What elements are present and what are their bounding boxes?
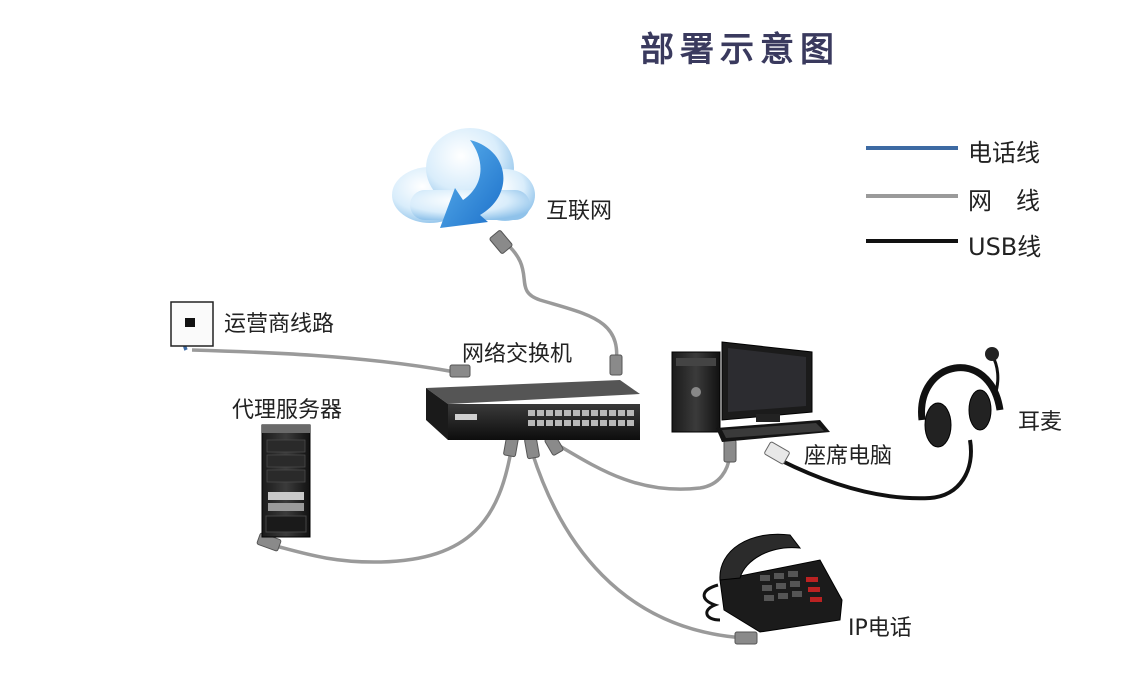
cable-switch-desktop [557, 443, 732, 491]
label-proxy-server: 代理服务器 [232, 398, 343, 423]
legend-label-phone-line: 电话线 [968, 139, 1040, 167]
legend [866, 146, 958, 243]
cable-internet-switch [500, 238, 619, 371]
legend-label-usb-line: USB线 [968, 233, 1042, 261]
ip-phone-icon [702, 533, 843, 633]
cable-usb-headset [779, 439, 973, 501]
label-carrier-line: 运营商线路 [224, 312, 335, 337]
network-switch-icon [426, 380, 640, 440]
cable-carrier-switch [191, 348, 456, 374]
usb-plug [764, 441, 790, 465]
switch-ports [528, 410, 634, 426]
legend-label-network-line: 网 线 [968, 187, 1040, 215]
cable-switch-ipphone [530, 451, 746, 640]
cable-switch-server [267, 444, 514, 564]
label-headset: 耳麦 [1018, 410, 1063, 435]
diagram-title: 部署示意图 [640, 30, 840, 70]
label-desktop: 座席电脑 [804, 444, 893, 469]
server-tower-icon [261, 424, 311, 538]
wall-socket-icon [170, 301, 214, 347]
label-internet: 互联网 [546, 199, 613, 224]
label-switch: 网络交换机 [462, 342, 573, 367]
internet-cloud-icon [392, 128, 535, 228]
desktop-computer-icon [671, 341, 830, 442]
label-ip-phone: IP电话 [848, 616, 912, 641]
headset-icon [918, 347, 1004, 448]
